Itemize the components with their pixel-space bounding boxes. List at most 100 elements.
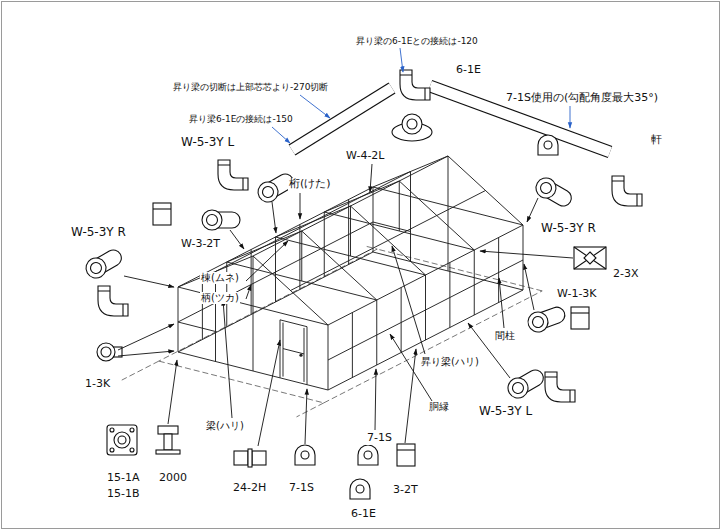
frame-member	[410, 172, 411, 262]
saddle-body	[358, 445, 378, 465]
frame-member	[253, 156, 448, 256]
hinge-pin	[248, 449, 252, 467]
frame-member	[373, 187, 374, 252]
part-label: 柄(ツカ)	[200, 292, 240, 304]
base-ring	[114, 432, 130, 448]
frame-member	[301, 231, 302, 281]
foundation-line	[159, 361, 324, 403]
frame-member	[376, 300, 377, 365]
leader-line	[300, 193, 301, 219]
part-label: 2-3X	[612, 268, 640, 281]
part-label: 15-1A	[106, 472, 141, 485]
ridge-fitting	[392, 114, 432, 141]
cross-fitting	[574, 247, 606, 269]
saddle-fitting	[350, 479, 370, 499]
note-text: 昇り梁の切断は上部芯芯より-270切断	[172, 82, 329, 92]
saddle-bore	[356, 485, 364, 493]
frame-member	[523, 225, 524, 290]
frame-member	[178, 256, 253, 287]
tee-body	[397, 444, 415, 466]
tee-fitting	[153, 203, 171, 225]
frame-member	[253, 306, 254, 371]
foundation-line	[377, 249, 542, 291]
clamp-ring	[525, 309, 551, 335]
clamp-bore	[207, 215, 218, 226]
frame-member	[401, 288, 402, 353]
hinge	[234, 449, 266, 467]
part-label: 3-2T	[392, 484, 419, 497]
frame-member	[178, 287, 179, 352]
saddle-bore	[364, 451, 372, 459]
part-label: W-1-3K	[556, 288, 598, 301]
clamp-plate	[504, 365, 547, 401]
leader-line	[524, 264, 534, 310]
elbow-fitting	[218, 160, 248, 190]
saddle-body	[295, 445, 315, 465]
frame-member	[399, 181, 400, 231]
elbow-outline	[545, 372, 575, 402]
frame-member	[307, 327, 308, 385]
part-label: 昇り梁(ハリ)	[420, 356, 480, 368]
cross-lines	[574, 247, 606, 269]
door-knob	[299, 354, 302, 357]
leader-line	[246, 285, 251, 299]
part-label: 胴縁	[428, 401, 450, 413]
frame-member	[299, 225, 300, 290]
elbow-fitting	[400, 70, 430, 100]
clamp-ring	[254, 178, 281, 205]
note-text: 昇り梁6-1Eの接続は-150	[188, 114, 294, 124]
elbow-seam	[545, 377, 570, 402]
clamp-ring	[82, 254, 109, 281]
frame-member	[215, 272, 216, 362]
part-label: 棟(ムネ)	[200, 272, 240, 284]
clamp-plate	[532, 174, 575, 210]
ring-fitting	[97, 343, 122, 361]
saddle-bore	[544, 141, 552, 149]
bolt-hole	[110, 428, 114, 432]
tube-body	[292, 88, 392, 150]
part-label: W-5-3Y R	[70, 226, 127, 240]
part-label: W-5-3Y L	[180, 136, 235, 150]
frame-member	[425, 275, 426, 340]
saddle-fitting	[295, 445, 315, 465]
part-label: 6-1E	[455, 64, 482, 77]
tee-seam	[153, 208, 171, 209]
part-label: 15-1B	[106, 488, 141, 501]
leader-line	[527, 198, 538, 222]
post-foot	[156, 450, 180, 454]
part-label: W-5-3Y R	[540, 222, 597, 236]
frame-member	[352, 313, 353, 378]
leader-line	[223, 300, 232, 418]
elbow-seam	[612, 181, 637, 206]
frame-member	[448, 156, 449, 206]
clamp-bore	[510, 380, 525, 395]
cross-body	[574, 247, 606, 269]
frame-member	[280, 320, 281, 378]
clamp-bore	[531, 315, 545, 329]
greenhouse-frame	[122, 156, 542, 417]
frame-member	[328, 225, 523, 325]
clamp-ring	[504, 374, 531, 401]
elbow-fitting	[612, 176, 642, 206]
leader-line	[375, 369, 376, 430]
base-plate	[107, 425, 137, 455]
part-label: W-4-2L	[345, 150, 386, 163]
leader-line	[118, 351, 174, 356]
part-label: 7-1S	[288, 482, 315, 495]
leader-line	[168, 360, 177, 424]
frame-member	[253, 256, 254, 306]
bolt-hole	[130, 428, 134, 432]
saddle-body	[538, 135, 558, 155]
leader-line	[300, 95, 330, 118]
clamp-bore	[260, 184, 275, 199]
post-shaft	[164, 434, 172, 450]
elbow-outline	[612, 176, 642, 206]
clamp-bore	[88, 260, 103, 275]
part-label: 軒	[650, 134, 663, 147]
foundation-line	[122, 361, 159, 380]
cross-center	[584, 252, 596, 264]
